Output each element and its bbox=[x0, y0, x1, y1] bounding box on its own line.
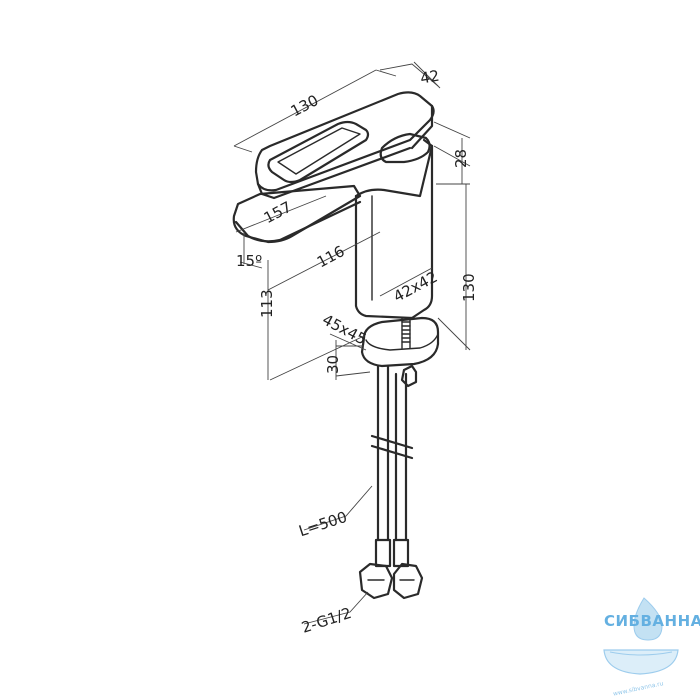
dim-connection: 2-G1/2 bbox=[299, 604, 353, 637]
faucet-body bbox=[354, 138, 434, 320]
dim-body-height-130: 130 bbox=[460, 273, 478, 302]
brand-watermark: СИБВАННА www.sibvanna.ru bbox=[603, 597, 700, 698]
dimension-lines bbox=[233, 61, 471, 625]
hose-connectors bbox=[358, 562, 424, 600]
dim-reach-116: 116 bbox=[314, 242, 348, 271]
dim-body-section: 42x42 bbox=[390, 268, 440, 306]
faucet-spout-front bbox=[232, 184, 362, 244]
bathtub-icon bbox=[603, 649, 679, 675]
dim-depth-42: 42 bbox=[419, 67, 441, 88]
faucet-base bbox=[360, 316, 440, 388]
dim-width-130: 130 bbox=[288, 91, 322, 120]
dim-length-157: 157 bbox=[261, 198, 295, 227]
dim-base-section: 45x45 bbox=[319, 310, 369, 348]
brand-site: www.sibvanna.ru bbox=[612, 680, 664, 698]
flex-hoses bbox=[370, 364, 414, 568]
dimension-labels: 130 42 28 157 15º 116 113 42x42 130 45x4… bbox=[236, 67, 478, 637]
faucet-spout-top bbox=[254, 91, 435, 200]
dim-hose-length: L=500 bbox=[297, 508, 350, 540]
water-drop-icon bbox=[633, 597, 663, 641]
dim-angle-15: 15º bbox=[236, 252, 262, 270]
dim-height-113: 113 bbox=[258, 289, 276, 318]
brand-name: СИБВАННА bbox=[604, 612, 700, 630]
dim-thickness-28: 28 bbox=[452, 149, 470, 168]
dim-base-30: 30 bbox=[324, 355, 342, 374]
